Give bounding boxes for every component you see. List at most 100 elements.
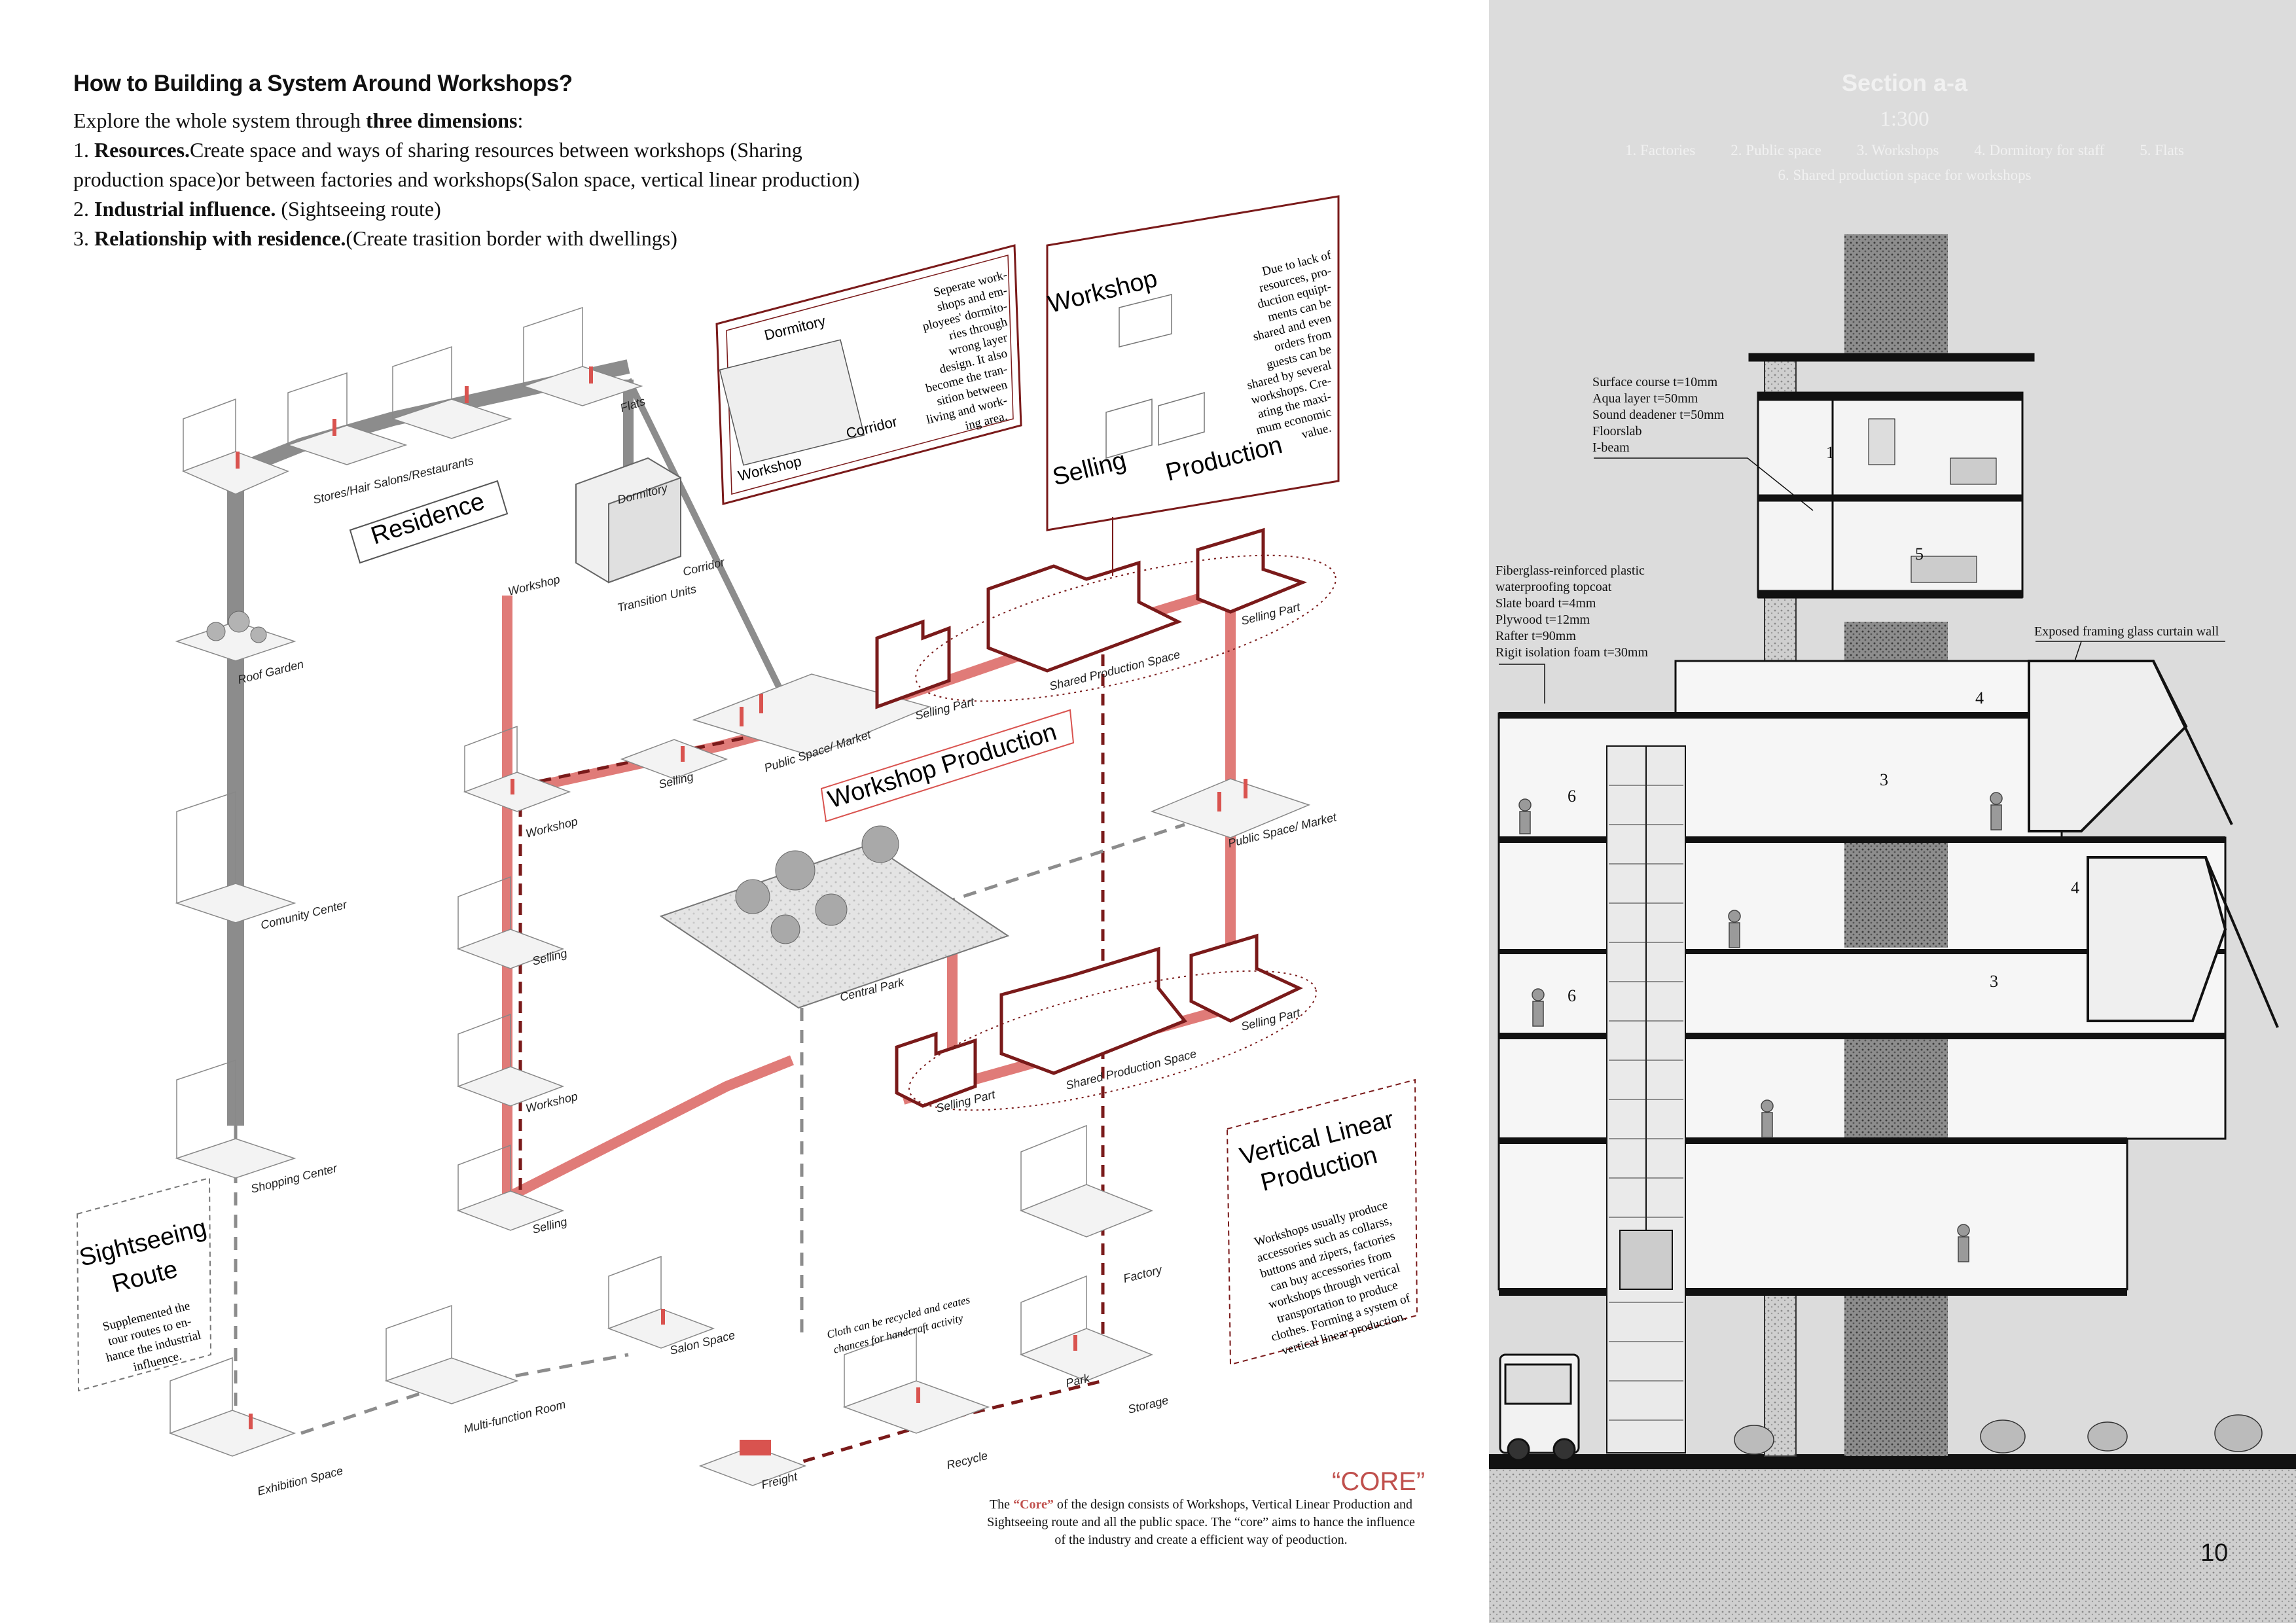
section-leaders	[1499, 457, 2225, 704]
space-tiles	[168, 366, 1311, 1486]
intro-text: (Create trasition border with dwellings)	[346, 226, 677, 250]
room-number: 6	[1568, 986, 1576, 1005]
material-line: Sound deadener t=50mm	[1592, 408, 1725, 422]
roof-garden-trees	[206, 611, 267, 643]
label-corridor: Corridor	[681, 556, 726, 579]
ground-plants	[1734, 1414, 2263, 1455]
intro-text: Explore the whole system through	[73, 109, 367, 132]
intro-bold: Industrial influence.	[94, 197, 276, 221]
section-legend: 1. Factories 2. Public space 3. Workshop…	[1489, 142, 2296, 159]
freight-truck	[740, 1440, 771, 1455]
label-recycle: Recycle	[945, 1449, 989, 1472]
room-number: 4	[1975, 688, 1984, 707]
legend-item: 5. Flats	[2140, 142, 2185, 158]
vertical-description: Workshops usually produce accessories su…	[1253, 1198, 1412, 1358]
legend-item: 2. Public space	[1731, 142, 1821, 158]
room-number: 3	[1990, 972, 1998, 991]
material-line: Fiberglass-reinforced plastic	[1496, 563, 1645, 578]
ground-soil	[1489, 1469, 2296, 1623]
core-shaft-top	[1844, 234, 1948, 359]
residence-label	[349, 480, 509, 564]
vertical-linear-box	[1226, 1079, 1418, 1366]
material-line: Rafter t=90mm	[1496, 629, 1576, 643]
core-text: The	[989, 1497, 1014, 1512]
material-line: Aqua layer t=50mm	[1592, 391, 1698, 406]
room-number: 3	[1880, 770, 1888, 789]
intro-num: 2.	[73, 197, 94, 221]
shared-production-upper	[875, 527, 1308, 709]
room-number: 5	[1915, 544, 1924, 563]
material-line: waterproofing topcoat	[1496, 580, 1612, 594]
core-highlight: “Core”	[1013, 1497, 1054, 1512]
intro-item-3: 3. Relationship with residence.(Create t…	[73, 224, 891, 253]
shared-production-void	[1844, 843, 1948, 1137]
section-header: Section a-a 1:300 1. Factories 2. Public…	[1489, 69, 2296, 184]
intro-item-2: 2. Industrial influence. (Sightseeing ro…	[73, 194, 891, 224]
material-line: I-beam	[1592, 440, 1630, 455]
label-workshop-unit: Workshop	[507, 573, 561, 598]
intro-line: Explore the whole system through three d…	[73, 106, 891, 135]
intro-item-1: 1. Resources.Create space and ways of sh…	[73, 135, 891, 194]
intro-block: How to Building a System Around Workshop…	[73, 71, 891, 253]
shared-ring-lower	[908, 970, 1318, 1111]
intro-text: :	[517, 109, 524, 132]
legend-item: 1. Factories	[1624, 142, 1696, 158]
material-line: Rigit isolation foam t=30mm	[1496, 645, 1648, 660]
page-number: 10	[2200, 1539, 2229, 1567]
ground-line	[1489, 1454, 2296, 1469]
section-figures	[1518, 792, 2003, 1262]
material-line: Plywood t=12mm	[1496, 613, 1590, 627]
label-roof-garden: Roof Garden	[236, 658, 305, 687]
intro-text: (Sightseeing route)	[276, 197, 441, 221]
workshop-production-label	[820, 709, 1075, 823]
room-number: 4	[2071, 878, 2079, 897]
stair-treads	[1609, 785, 1683, 1421]
flats-block	[1748, 353, 2035, 599]
sightseeing-box	[76, 1177, 212, 1392]
section-title: Section a-a	[1841, 69, 1968, 96]
label-factory: Factory	[1122, 1263, 1164, 1285]
dormitory-wings	[2028, 660, 2279, 1028]
label-exhibition-space: Exhibition Space	[256, 1464, 344, 1498]
section-scale: 1:300	[1880, 107, 1929, 131]
label-workshop-1: Workshop	[524, 815, 579, 840]
shared-ring-upper	[915, 554, 1336, 702]
roof-materials: Surface course t=10mm Aqua layer t=50mm …	[1592, 374, 1724, 456]
truck	[1499, 1353, 1580, 1461]
label-selling-part-1: Selling Part	[914, 695, 976, 722]
legend-item: 4. Dormitory for staff	[1974, 142, 2105, 158]
material-line: Surface course t=10mm	[1592, 375, 1718, 389]
room-number: 6	[1568, 787, 1576, 806]
intro-bold: Resources.	[94, 138, 190, 162]
worker-figures	[236, 366, 1247, 1429]
recycle-note: Cloth can be recycled and ceates chances…	[825, 1293, 971, 1356]
intro-bold: Relationship with residence.	[94, 226, 346, 250]
shared-production-lower	[895, 933, 1303, 1108]
section-room-numbers: 1 5 4 3 6 4 3 6	[1568, 443, 2079, 1005]
legend-item: 3. Workshops	[1856, 142, 1939, 158]
page-title: How to Building a System Around Workshop…	[73, 71, 573, 96]
label-storage: Storage	[1126, 1393, 1170, 1416]
curtain-wall-note: Exposed framing glass curtain wall	[2034, 624, 2219, 639]
intro-num: 3.	[73, 226, 94, 250]
space-walls	[170, 306, 1087, 1433]
label-multi-function: Multi-function Room	[462, 1398, 567, 1436]
material-line: Slate board t=4mm	[1496, 596, 1596, 611]
intro-text: Create space and ways of sharing resourc…	[73, 138, 860, 191]
intro-bold: three dimensions	[366, 109, 518, 132]
material-line: Floorslab	[1592, 424, 1642, 438]
legend-item: 6. Shared production space for workshops	[1778, 167, 2032, 183]
core-title: “CORE”	[1332, 1467, 1426, 1496]
label-transition-units: Transition Units	[616, 582, 698, 615]
central-park	[659, 825, 1010, 1009]
dormitory-box	[715, 244, 1022, 505]
transition-unit	[575, 457, 681, 584]
intro-num: 1.	[73, 138, 94, 162]
room-number: 1	[1826, 443, 1835, 462]
core-description: The “Core” of the design consists of Wor…	[985, 1496, 1417, 1549]
core-text: of the design consists of Workshops, Ver…	[987, 1497, 1415, 1547]
core-shaft-base	[1844, 1315, 1948, 1454]
canopy-materials: Fiberglass-reinforced plastic waterproof…	[1496, 563, 1648, 661]
workshop-box	[1046, 195, 1340, 531]
